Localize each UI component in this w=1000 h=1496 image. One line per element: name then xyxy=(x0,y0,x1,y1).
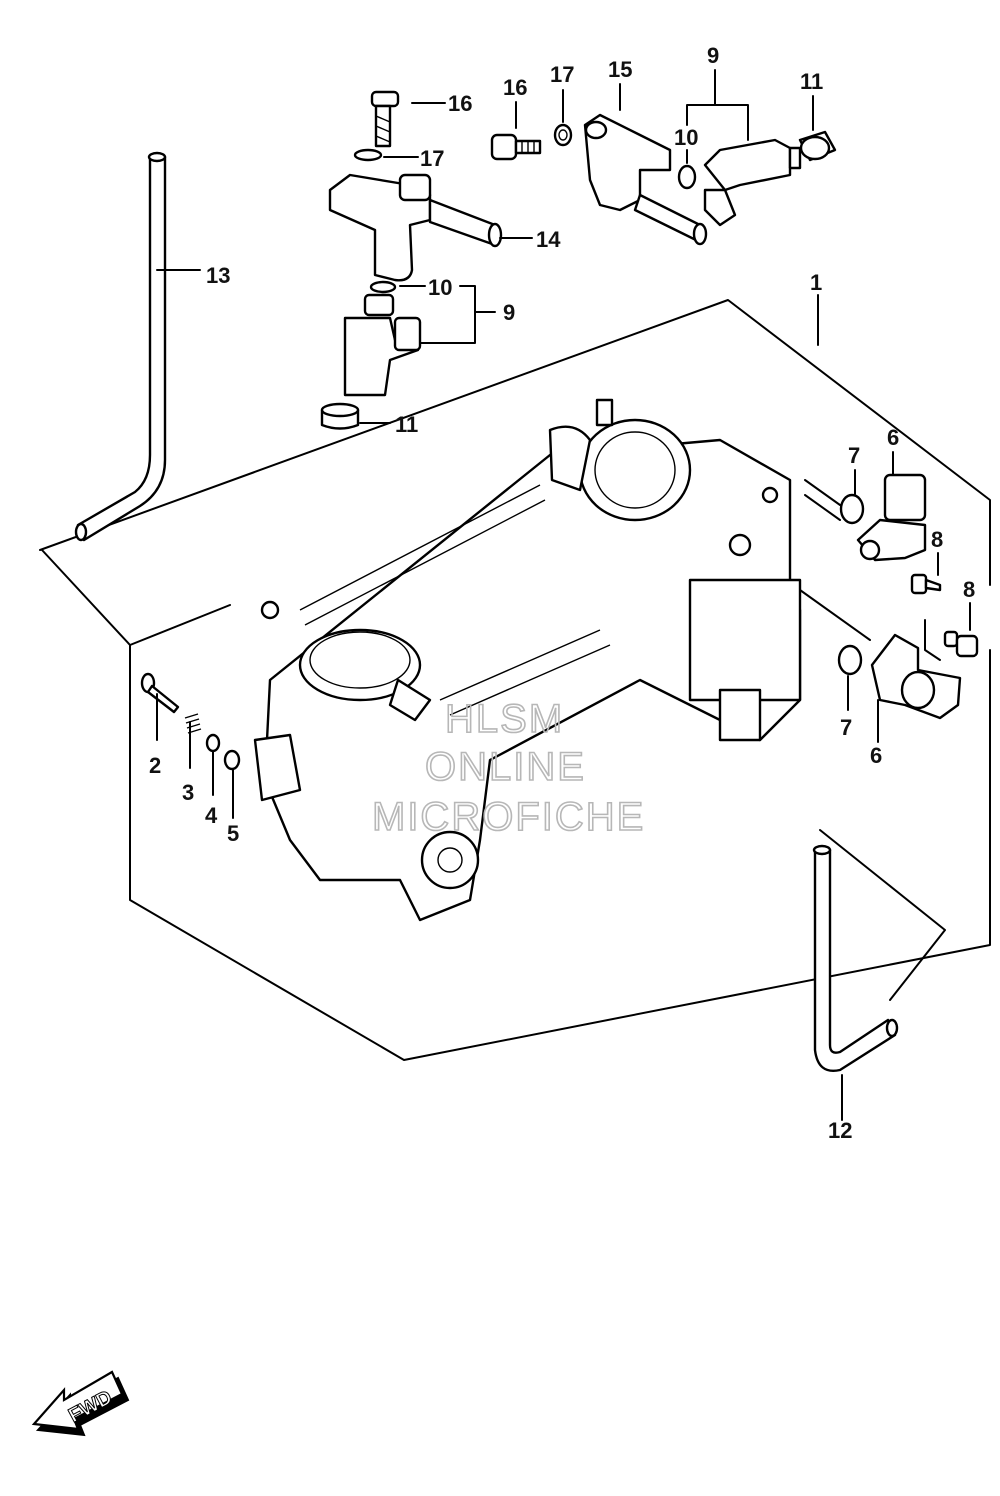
washer-17-right xyxy=(553,123,573,147)
sensor-6-upper xyxy=(856,473,927,562)
callout-17-upper: 17 xyxy=(550,62,574,87)
bolt-8-lower xyxy=(943,630,979,658)
bolt-16-left xyxy=(370,90,400,148)
cushion-11-left xyxy=(320,402,360,430)
callout-16-lower: 16 xyxy=(448,91,472,116)
callout-3: 3 xyxy=(182,780,194,805)
watermark: HLSM ONLINE MICROFICHE xyxy=(371,696,645,840)
callout-6-lower: 6 xyxy=(870,743,882,768)
callout-14: 14 xyxy=(536,227,561,252)
o-ring-7-lower xyxy=(837,644,863,676)
callout-2: 2 xyxy=(149,753,161,778)
fuel-delivery-pipe-14 xyxy=(328,173,503,282)
screw-2 xyxy=(140,672,180,714)
o-ring-5 xyxy=(223,749,241,771)
sensor-6-lower xyxy=(870,633,962,720)
callout-10-lower: 10 xyxy=(428,275,452,300)
washer-17-left xyxy=(353,148,383,162)
callout-9-lower: 9 xyxy=(503,300,515,325)
callout-17-lower: 17 xyxy=(420,146,444,171)
leader-lines xyxy=(156,69,971,1121)
hose-12 xyxy=(812,844,899,1072)
fuel-delivery-pipe-15 xyxy=(583,113,708,246)
callout-11-lower: 11 xyxy=(395,412,418,437)
callout-8-upper: 8 xyxy=(931,527,943,552)
hose-13 xyxy=(74,151,167,542)
callout-10-upper: 10 xyxy=(674,125,698,150)
callout-15: 15 xyxy=(608,57,632,82)
callouts: 1 2 3 4 5 6 6 7 7 8 8 9 9 10 10 11 11 12… xyxy=(149,43,975,1143)
throttle-body-assembly xyxy=(253,398,802,922)
callout-6-upper: 6 xyxy=(887,425,899,450)
washer-4 xyxy=(205,733,221,753)
o-ring-10-left xyxy=(369,280,397,294)
callout-11-upper: 11 xyxy=(800,69,823,94)
callout-12: 12 xyxy=(828,1118,852,1143)
fwd-arrow-icon: FWD xyxy=(31,1370,130,1437)
callout-9-upper: 9 xyxy=(707,43,719,68)
spring-3 xyxy=(184,713,202,734)
callout-16-upper: 16 xyxy=(503,75,527,100)
callout-13: 13 xyxy=(206,263,230,288)
watermark-line-2: ONLINE xyxy=(425,745,586,789)
bolt-8-upper xyxy=(910,573,942,595)
watermark-line-3: MICROFICHE xyxy=(372,795,645,839)
callout-5: 5 xyxy=(227,821,239,846)
watermark-line-1: HLSM xyxy=(445,697,564,741)
callout-4: 4 xyxy=(205,803,218,828)
o-ring-7-upper xyxy=(839,493,865,525)
callout-1: 1 xyxy=(810,270,822,295)
bolt-16-right xyxy=(490,133,542,161)
callout-8-lower: 8 xyxy=(963,577,975,602)
callout-7-upper: 7 xyxy=(848,443,860,468)
cushion-11-right xyxy=(798,130,837,162)
callout-7-lower: 7 xyxy=(840,715,852,740)
o-ring-10-right xyxy=(677,164,697,190)
assembly-frame xyxy=(39,299,991,1061)
fuel-injector-9-left xyxy=(343,293,422,397)
fuel-injector-9-right xyxy=(703,138,802,227)
